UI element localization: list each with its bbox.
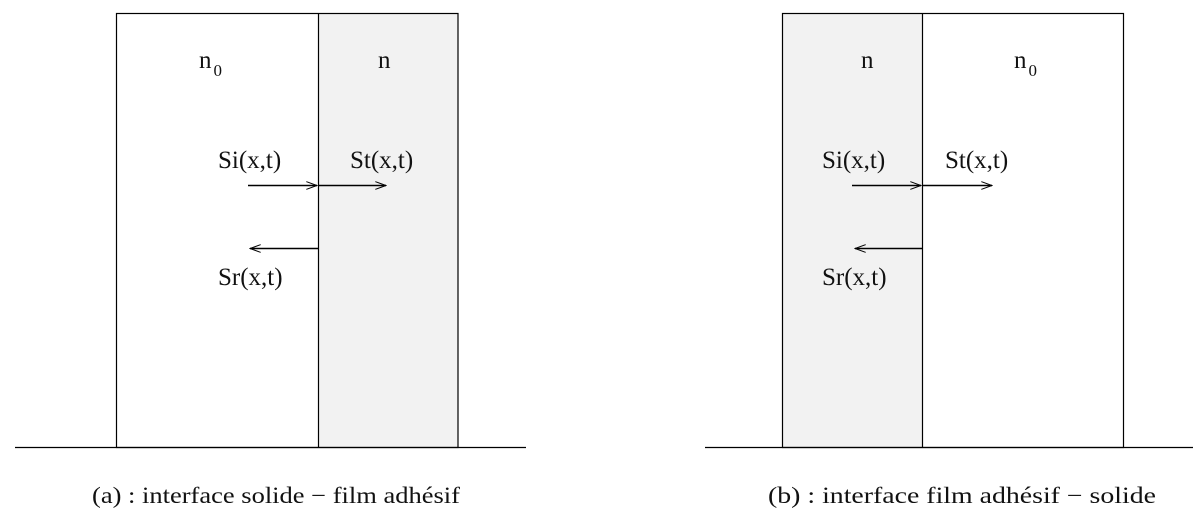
caption-a: (a) : interface solide − film adhésif [92, 483, 460, 508]
caption-b: (b) : interface film adhésif − solide [768, 483, 1156, 508]
right-medium-index: n [378, 47, 391, 74]
film-region [782, 13, 922, 447]
reflected-wave-label: Sr(x,t) [218, 264, 283, 291]
incident-wave-label: Si(x,t) [218, 147, 281, 174]
transmitted-wave-label: St(x,t) [350, 147, 413, 174]
film-region [318, 13, 458, 447]
transmitted-wave-label: St(x,t) [945, 147, 1008, 174]
reflected-wave-label: Sr(x,t) [822, 264, 887, 291]
incident-wave-label: Si(x,t) [822, 147, 885, 174]
left-medium-index: n [861, 47, 874, 74]
